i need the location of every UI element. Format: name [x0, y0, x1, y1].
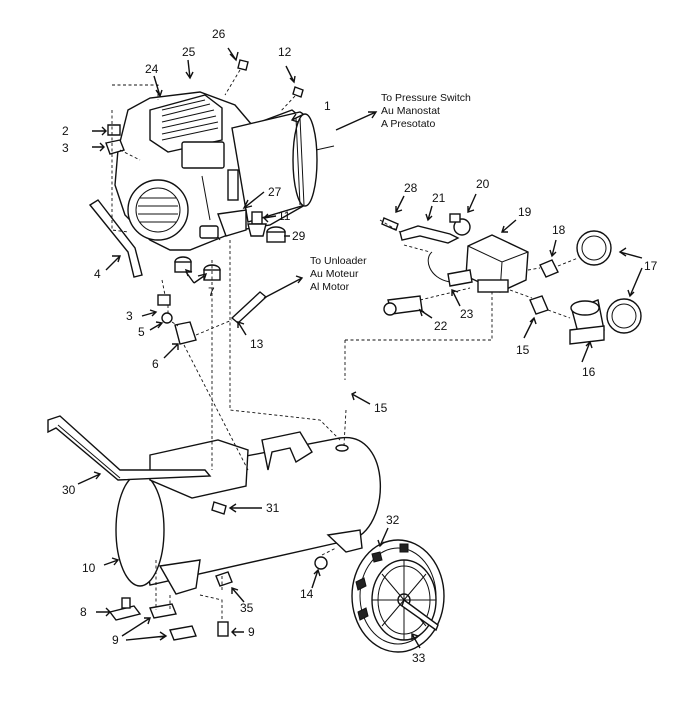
svg-text:To Unloader: To Unloader [310, 255, 367, 267]
label-24: 24 [145, 62, 159, 76]
label-11: 11 [278, 209, 291, 223]
note-unloader: To Unloader Au Moteur Al Motor [310, 255, 367, 293]
label-30: 30 [62, 483, 76, 497]
label-32: 32 [386, 513, 400, 527]
label-2: 2 [62, 124, 69, 138]
label-3-top: 3 [62, 141, 69, 155]
label-22: 22 [434, 319, 448, 333]
feet-7-11-29 [174, 211, 286, 281]
label-31: 31 [266, 501, 280, 515]
lower-parts [108, 556, 328, 641]
label-8: 8 [80, 605, 87, 619]
label-35: 35 [240, 601, 254, 615]
label-16: 16 [582, 365, 596, 379]
label-20: 20 [476, 177, 490, 191]
tube-4 [88, 199, 143, 278]
label-26: 26 [212, 27, 226, 41]
motor-pump-assembly [114, 91, 335, 251]
pressure-switch-group [381, 213, 642, 345]
svg-text:A Presotato: A Presotato [381, 118, 435, 130]
bolt-33 [401, 598, 439, 632]
svg-text:Au Moteur: Au Moteur [310, 268, 359, 280]
label-33: 33 [412, 651, 426, 665]
label-3-bottom: 3 [126, 309, 133, 323]
label-15-upper: 15 [516, 343, 530, 357]
svg-text:To Pressure Switch: To Pressure Switch [381, 92, 471, 104]
leader-arrows [77, 47, 643, 649]
label-9-right: 9 [248, 625, 255, 639]
fittings-3-5-6 [157, 294, 197, 345]
svg-text:Au Manostat: Au Manostat [381, 105, 440, 117]
label-7: 7 [208, 285, 215, 299]
svg-text:Al Motor: Al Motor [310, 281, 350, 293]
wheel-32 [351, 539, 445, 653]
label-5: 5 [138, 325, 145, 339]
label-28: 28 [404, 181, 418, 195]
label-14: 14 [300, 587, 314, 601]
label-1: 1 [324, 99, 331, 113]
part-number-labels: 26 25 24 12 1 2 3 27 11 29 4 7 3 5 6 13 … [62, 27, 658, 665]
label-18: 18 [552, 223, 566, 237]
label-25: 25 [182, 45, 196, 59]
tube-13 [230, 291, 268, 324]
note-pressure-switch: To Pressure Switch Au Manostat A Presota… [381, 92, 471, 130]
label-23: 23 [460, 307, 474, 321]
label-29: 29 [292, 229, 306, 243]
label-19: 19 [518, 205, 532, 219]
label-13: 13 [250, 337, 264, 351]
label-21: 21 [432, 191, 446, 205]
label-27: 27 [268, 185, 282, 199]
label-4: 4 [94, 267, 101, 281]
label-15-lower: 15 [374, 401, 388, 415]
label-17: 17 [644, 259, 658, 273]
label-6: 6 [152, 357, 159, 371]
dashed-leaders [111, 69, 579, 622]
top-bolts [105, 59, 304, 155]
label-10: 10 [82, 561, 96, 575]
label-12: 12 [278, 45, 292, 59]
air-tank [47, 415, 381, 595]
label-9-left: 9 [112, 633, 119, 647]
